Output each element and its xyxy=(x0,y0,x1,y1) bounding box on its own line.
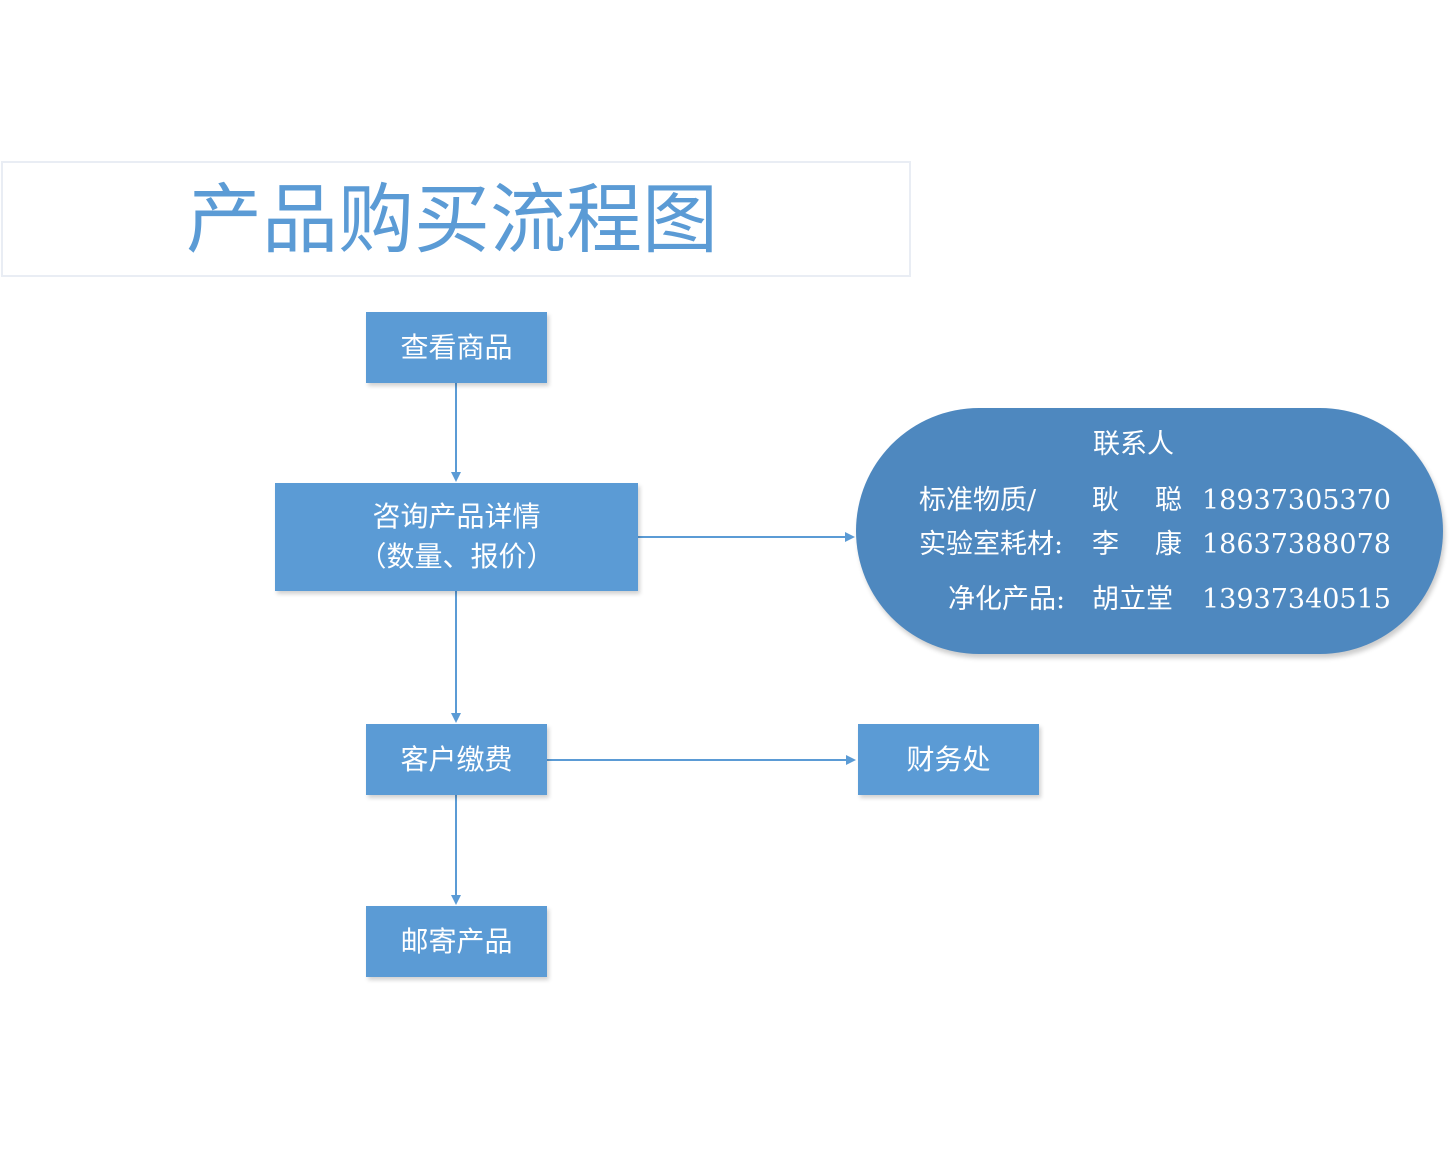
contact-row-name-first: 李 xyxy=(1092,529,1119,560)
contact-heading: 联系人 xyxy=(1093,429,1174,460)
diagram-title: 产品购买流程图 xyxy=(186,175,718,264)
contact-row-category: 标准物质/ xyxy=(919,485,1037,516)
contact-row-name-first: 胡立堂 xyxy=(1092,584,1173,615)
contact-row-name-first: 耿 xyxy=(1092,485,1119,516)
contact-row-phone: 18937305370 xyxy=(1202,485,1391,516)
node-finance: 财务处 xyxy=(858,724,1039,795)
title-box xyxy=(1,161,911,277)
contact-row-phone: 18637388078 xyxy=(1202,529,1391,560)
contact-row-category: 实验室耗材: xyxy=(919,529,1064,560)
node-consult-details: 咨询产品详情 （数量、报价） xyxy=(275,483,638,591)
node-consult-line2: （数量、报价） xyxy=(358,540,555,573)
contact-row-name-second: 聪 xyxy=(1155,485,1182,516)
node-payment: 客户缴费 xyxy=(366,724,547,795)
contact-row-phone: 13937340515 xyxy=(1202,584,1391,615)
contact-panel xyxy=(856,408,1443,654)
contact-row-name-second: 康 xyxy=(1155,529,1182,560)
node-view-product-label: 查看商品 xyxy=(400,330,513,364)
node-view-product: 查看商品 xyxy=(366,312,547,383)
contact-row-category: 净化产品: xyxy=(948,584,1066,615)
node-ship-product-label: 邮寄产品 xyxy=(400,924,513,958)
node-ship-product: 邮寄产品 xyxy=(366,906,547,977)
node-payment-label: 客户缴费 xyxy=(400,742,513,776)
node-finance-label: 财务处 xyxy=(906,742,991,776)
node-consult-line1: 咨询产品详情 xyxy=(372,500,541,533)
